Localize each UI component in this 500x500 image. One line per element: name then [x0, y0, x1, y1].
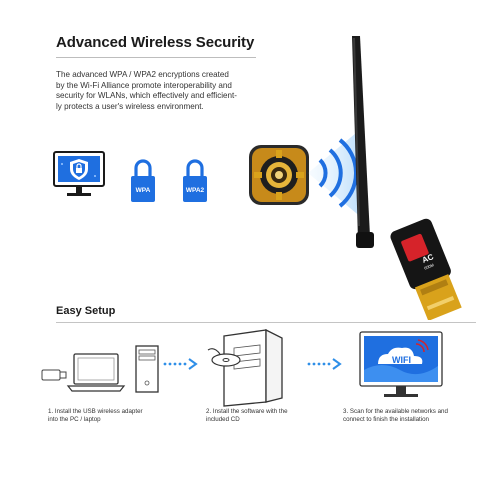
dotted-arrow-icon — [163, 358, 198, 370]
desktop-tower-icon — [135, 345, 159, 393]
step-line: included CD — [206, 416, 240, 423]
security-title: Advanced Wireless Security — [56, 34, 255, 51]
cd-drive-illustration — [207, 328, 283, 407]
usb-dongle-icon — [41, 369, 67, 381]
shield-lock-monitor-icon — [53, 151, 105, 196]
step-line: into the PC / laptop — [48, 416, 101, 423]
security-divider — [56, 57, 256, 58]
usb-dongle-icon — [390, 218, 462, 320]
padlock-icon — [131, 159, 155, 202]
laptop-icon — [66, 353, 126, 392]
wpa-lock: WPA — [131, 158, 155, 207]
step-1-caption: 1. Install the USB wireless adapter into… — [48, 408, 178, 424]
step-line: 1. Install the USB wireless adapter — [48, 408, 143, 415]
setup-divider — [56, 322, 476, 323]
wifi-label: WIFI — [392, 355, 411, 365]
wpa2-label: WPA2 — [185, 187, 205, 194]
wpa2-lock: WPA2 — [183, 158, 207, 207]
dotted-arrow-icon — [307, 358, 342, 370]
security-line: The advanced WPA / WPA2 encryptions crea… — [56, 70, 229, 79]
step-line: 3. Scan for the available networks and — [343, 408, 448, 415]
step-3-caption: 3. Scan for the available networks and c… — [343, 408, 483, 424]
security-line: by the Wi-Fi Alliance promote interopera… — [56, 80, 232, 90]
cd-drive-icon — [207, 328, 283, 407]
security-line: ly protects a user's wireless environmen… — [56, 101, 204, 111]
wpa-label: WPA — [135, 187, 151, 194]
step-line: connect to finish the installation — [343, 416, 429, 423]
padlock-icon — [183, 159, 207, 202]
wifi-monitor-icon — [359, 331, 443, 397]
setup-title: Easy Setup — [56, 305, 116, 317]
laptop-pc-illustration — [41, 345, 159, 393]
step-line: 2. Install the software with the — [206, 408, 288, 415]
antenna-icon — [352, 36, 374, 248]
security-description: The advanced WPA / WPA2 encryptions crea… — [56, 70, 266, 112]
wifi-waves-icon — [308, 128, 362, 218]
router-gear-icon — [249, 145, 309, 205]
security-line: security for WLANs, which effectively an… — [56, 91, 237, 101]
step-2-caption: 2. Install the software with the include… — [206, 408, 326, 424]
